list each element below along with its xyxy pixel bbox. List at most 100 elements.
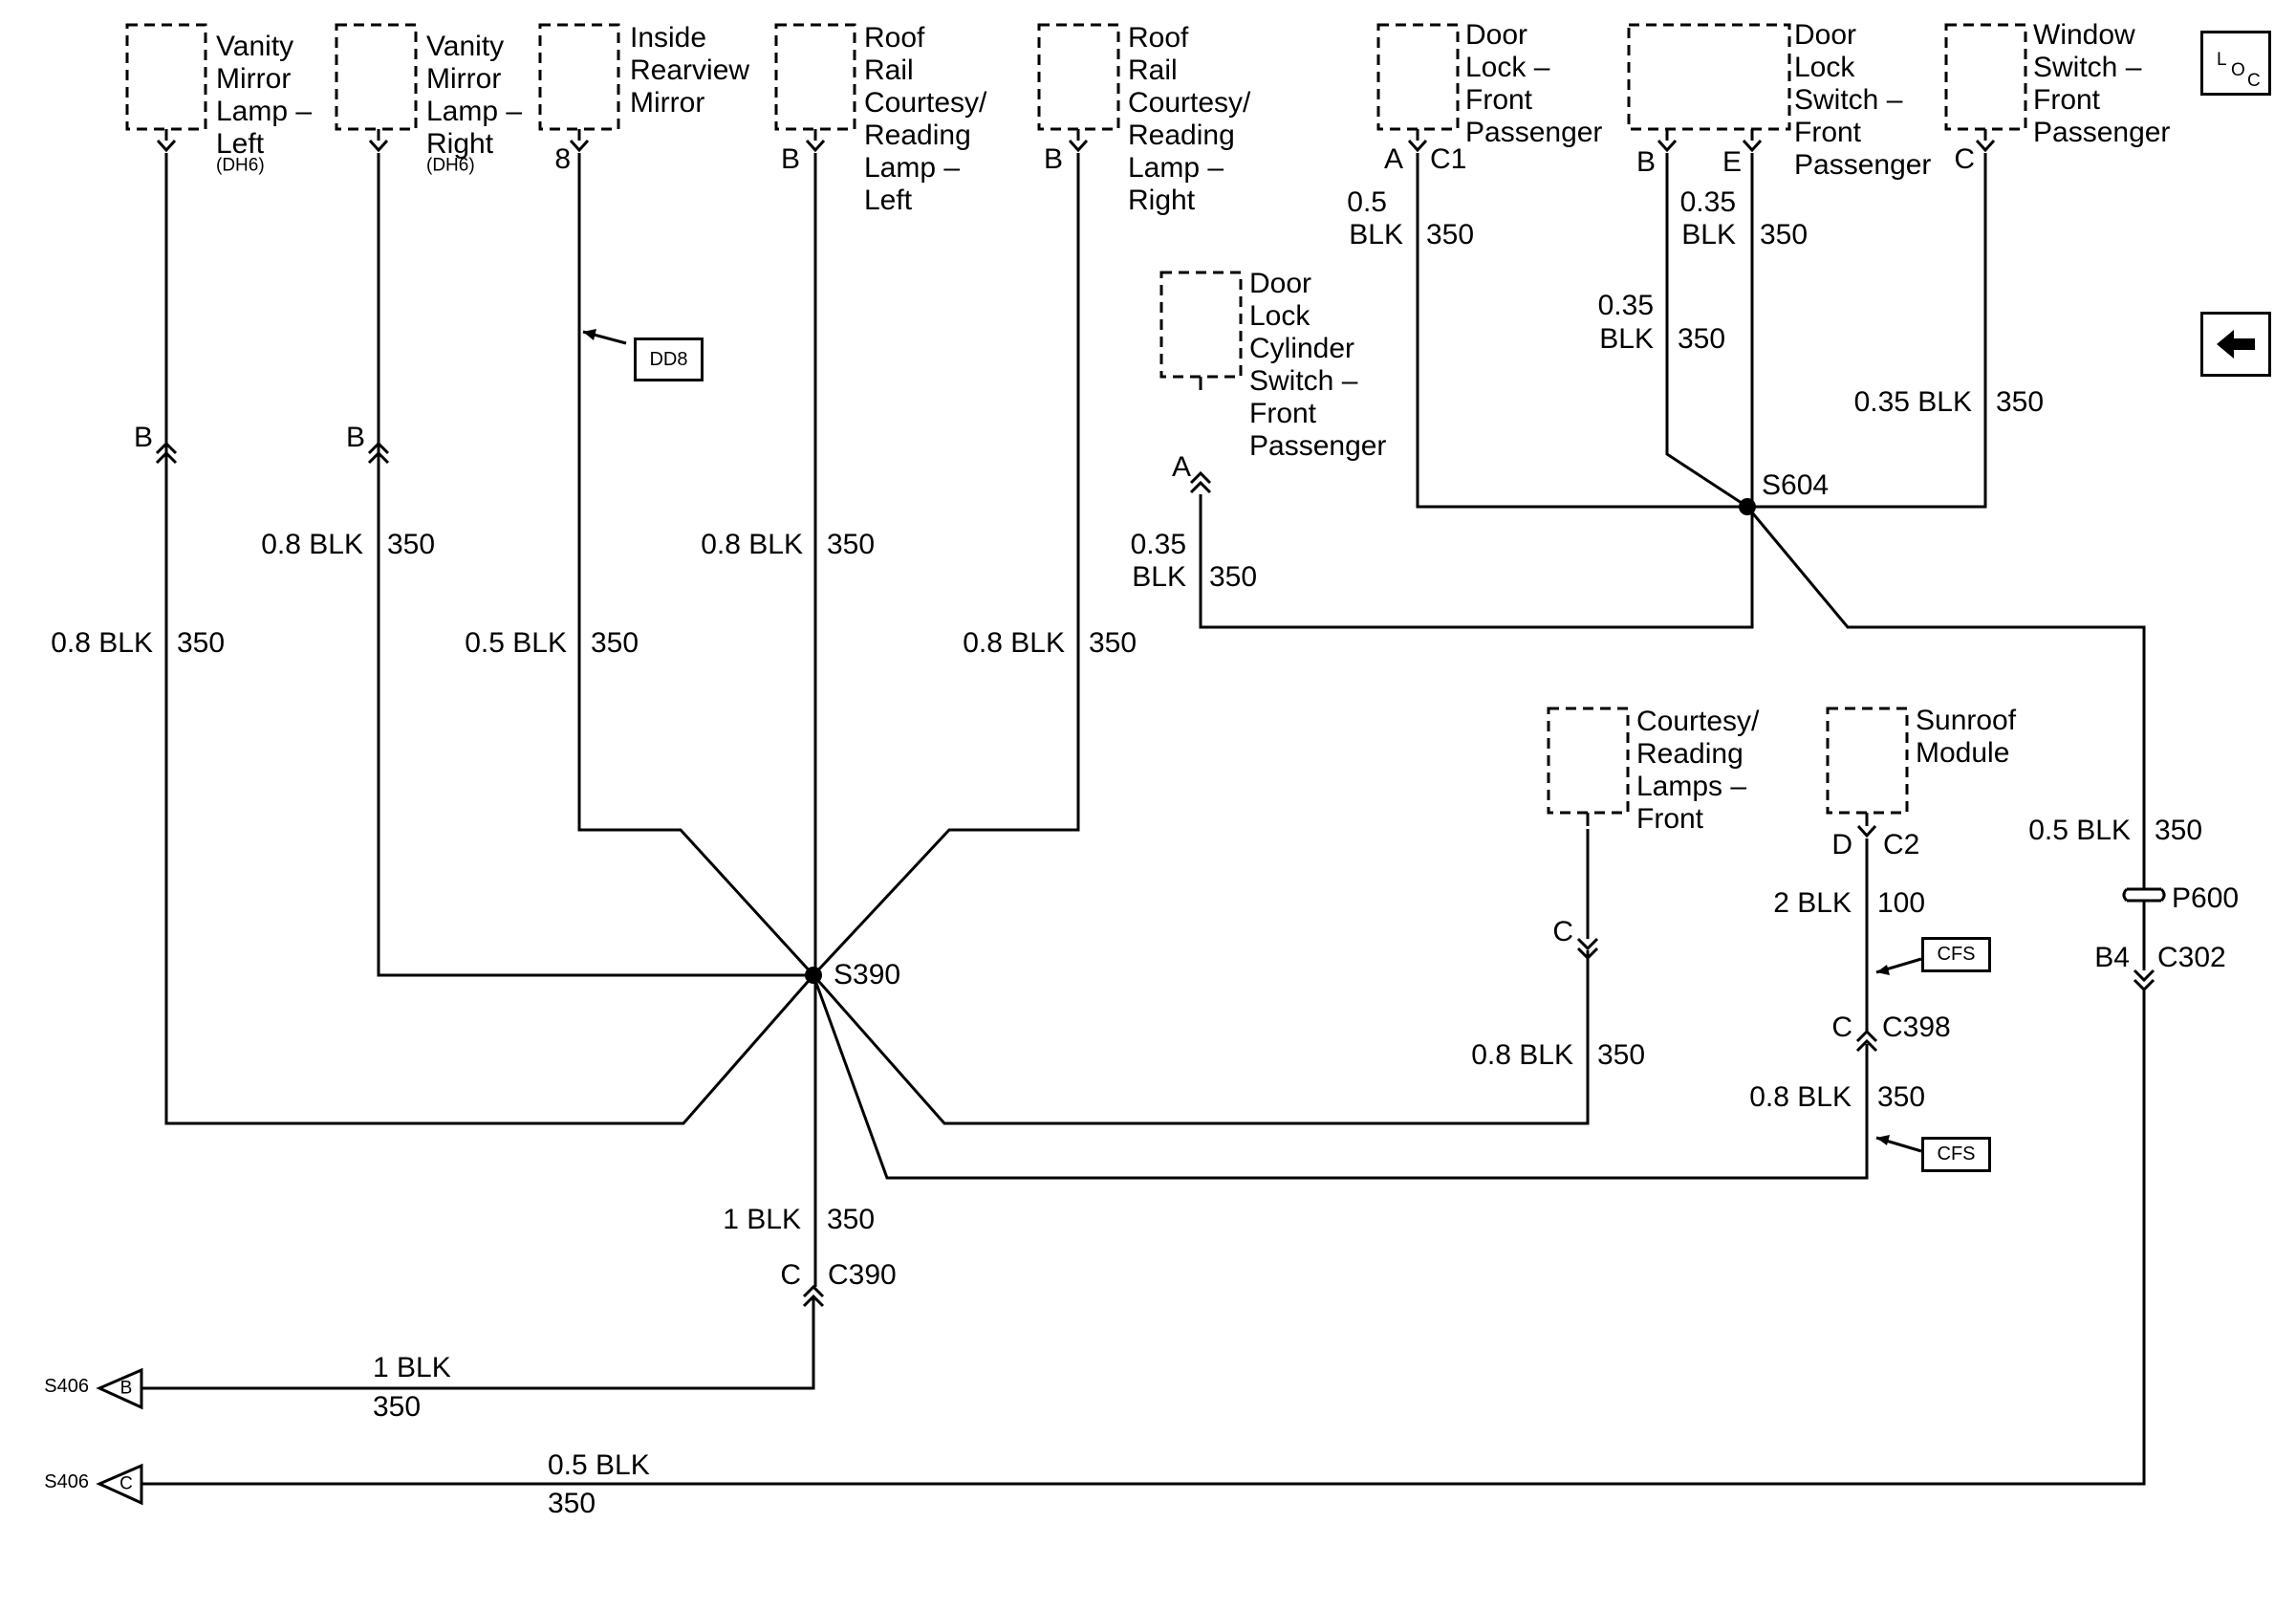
wire-color-door-lock: BLK: [1349, 219, 1403, 250]
wire-circuit-window-switch: 350: [1996, 386, 2045, 418]
wire-size-door-switch-e: 0.35: [1679, 186, 1736, 218]
wire-circuit-door-switch-b: 350: [1678, 323, 1726, 355]
vanity-left-box: [125, 23, 207, 131]
wire-circuit-vanity-left: 350: [177, 627, 226, 659]
pin-roof-left-b: B: [780, 143, 800, 175]
wire-size-roof-right: 0.8 BLK: [963, 627, 1065, 659]
back-arrow-icon: [2217, 330, 2255, 359]
connector-c2: C2: [1883, 829, 1920, 860]
pin-mirror-8: 8: [554, 143, 571, 175]
offpage-s406-c-label: S406: [44, 1471, 89, 1492]
s604-splice-dot: [1739, 498, 1756, 515]
wire-circuit-s406-c: 350: [548, 1488, 596, 1519]
wire-circuit-sunroof: 100: [1877, 887, 1926, 919]
connector-c302: C302: [2157, 942, 2226, 973]
vanity-right-option: (DH6): [426, 155, 475, 176]
location-view-button[interactable]: L O C: [2200, 31, 2271, 96]
pin-c302-b4: B4: [2094, 942, 2130, 973]
wire-circuit-door-lock: 350: [1426, 219, 1475, 250]
wire-size-window-switch: 0.35 BLK: [1853, 386, 1972, 418]
pin-c398-c: C: [1831, 1012, 1852, 1043]
wire-circuit-s406-b: 350: [373, 1391, 422, 1423]
wire-size-door-lock: 0.5: [1347, 186, 1387, 218]
wire-size-s406-c: 0.5 BLK: [548, 1449, 650, 1481]
wire-circuit-roof-right: 350: [1089, 627, 1137, 659]
connector-c398: C398: [1882, 1012, 1951, 1043]
roof-right-box: [1037, 23, 1120, 131]
cfs-reference-box-upper[interactable]: CFS: [1921, 937, 1991, 972]
wire-size-s406-b: 1 BLK: [373, 1352, 451, 1383]
splice-s390-label: S390: [834, 959, 901, 991]
pin-roof-right-b: B: [1043, 143, 1063, 175]
pin-window-switch-c: C: [1954, 143, 1975, 175]
wire-circuit-s390-down: 350: [827, 1204, 876, 1235]
pin-sunroof-d: D: [1831, 829, 1852, 860]
pin-cylinder-a: A: [1171, 451, 1191, 483]
wire-size-roof-left: 0.8 BLK: [701, 529, 803, 560]
wire-circuit-roof-left: 350: [827, 529, 876, 560]
cylinder-switch-box: [1159, 271, 1243, 379]
offpage-s406-b-label: S406: [44, 1376, 89, 1397]
wire-circuit-p600: 350: [2155, 815, 2203, 846]
cfs-reference-box-lower[interactable]: CFS: [1921, 1137, 1991, 1172]
wire-size-door-switch-b: 0.35: [1597, 290, 1654, 321]
door-lock-switch-box: [1627, 23, 1791, 131]
wire-size-p600: 0.5 BLK: [2028, 815, 2131, 846]
pin-door-lock-a: A: [1383, 143, 1403, 175]
pin-c390-c: C: [780, 1259, 801, 1291]
roof-left-box: [774, 23, 856, 131]
connector-c1: C1: [1430, 143, 1467, 175]
connector-p600: P600: [2172, 882, 2240, 914]
pin-vanity-right-b: B: [345, 422, 365, 453]
wire-circuit-vanity-right: 350: [387, 529, 436, 560]
wire-color-door-switch-e: BLK: [1681, 219, 1736, 250]
pin-door-lock-switch-e: E: [1722, 146, 1742, 178]
vanity-left-option: (DH6): [216, 155, 265, 176]
wire-circuit-sunroof-lower: 350: [1877, 1081, 1926, 1113]
wire-size-cylinder: 0.35: [1130, 529, 1186, 560]
s390-splice-dot: [805, 967, 822, 984]
vanity-right-box: [335, 23, 418, 131]
splice-s604-label: S604: [1762, 469, 1830, 501]
back-button[interactable]: [2200, 312, 2271, 377]
window-switch-box: [1944, 23, 2027, 131]
wire-size-s390-down: 1 BLK: [723, 1204, 801, 1235]
loc-c-letter: C: [2247, 71, 2261, 91]
wire-size-sunroof: 2 BLK: [1773, 887, 1852, 919]
wire-size-mirror: 0.5 BLK: [465, 627, 567, 659]
offpage-c-letter: C: [119, 1473, 133, 1494]
wire-color-door-switch-b: BLK: [1599, 323, 1654, 355]
sunroof-box: [1826, 707, 1909, 815]
loc-l-letter: L: [2217, 50, 2227, 70]
wire-circuit-cylinder: 350: [1209, 561, 1258, 593]
wire-circuit-courtesy-front: 350: [1597, 1039, 1646, 1071]
pin-courtesy-front-c: C: [1552, 916, 1573, 947]
offpage-b-letter: B: [119, 1378, 133, 1399]
dd8-reference-box[interactable]: DD8: [634, 337, 704, 381]
loc-o-letter: O: [2231, 60, 2245, 80]
wire-color-cylinder: BLK: [1132, 561, 1186, 593]
pin-vanity-left-b: B: [133, 422, 153, 453]
connector-c390: C390: [828, 1259, 897, 1291]
wire-circuit-door-switch-e: 350: [1760, 219, 1809, 250]
wire-size-sunroof-lower: 0.8 BLK: [1749, 1081, 1852, 1113]
wire-circuit-mirror: 350: [591, 627, 639, 659]
door-lock-box: [1376, 23, 1460, 131]
wire-size-courtesy-front: 0.8 BLK: [1471, 1039, 1573, 1071]
wire-size-vanity-right: 0.8 BLK: [261, 529, 363, 560]
courtesy-front-box: [1547, 707, 1630, 815]
inside-mirror-box: [538, 23, 620, 131]
